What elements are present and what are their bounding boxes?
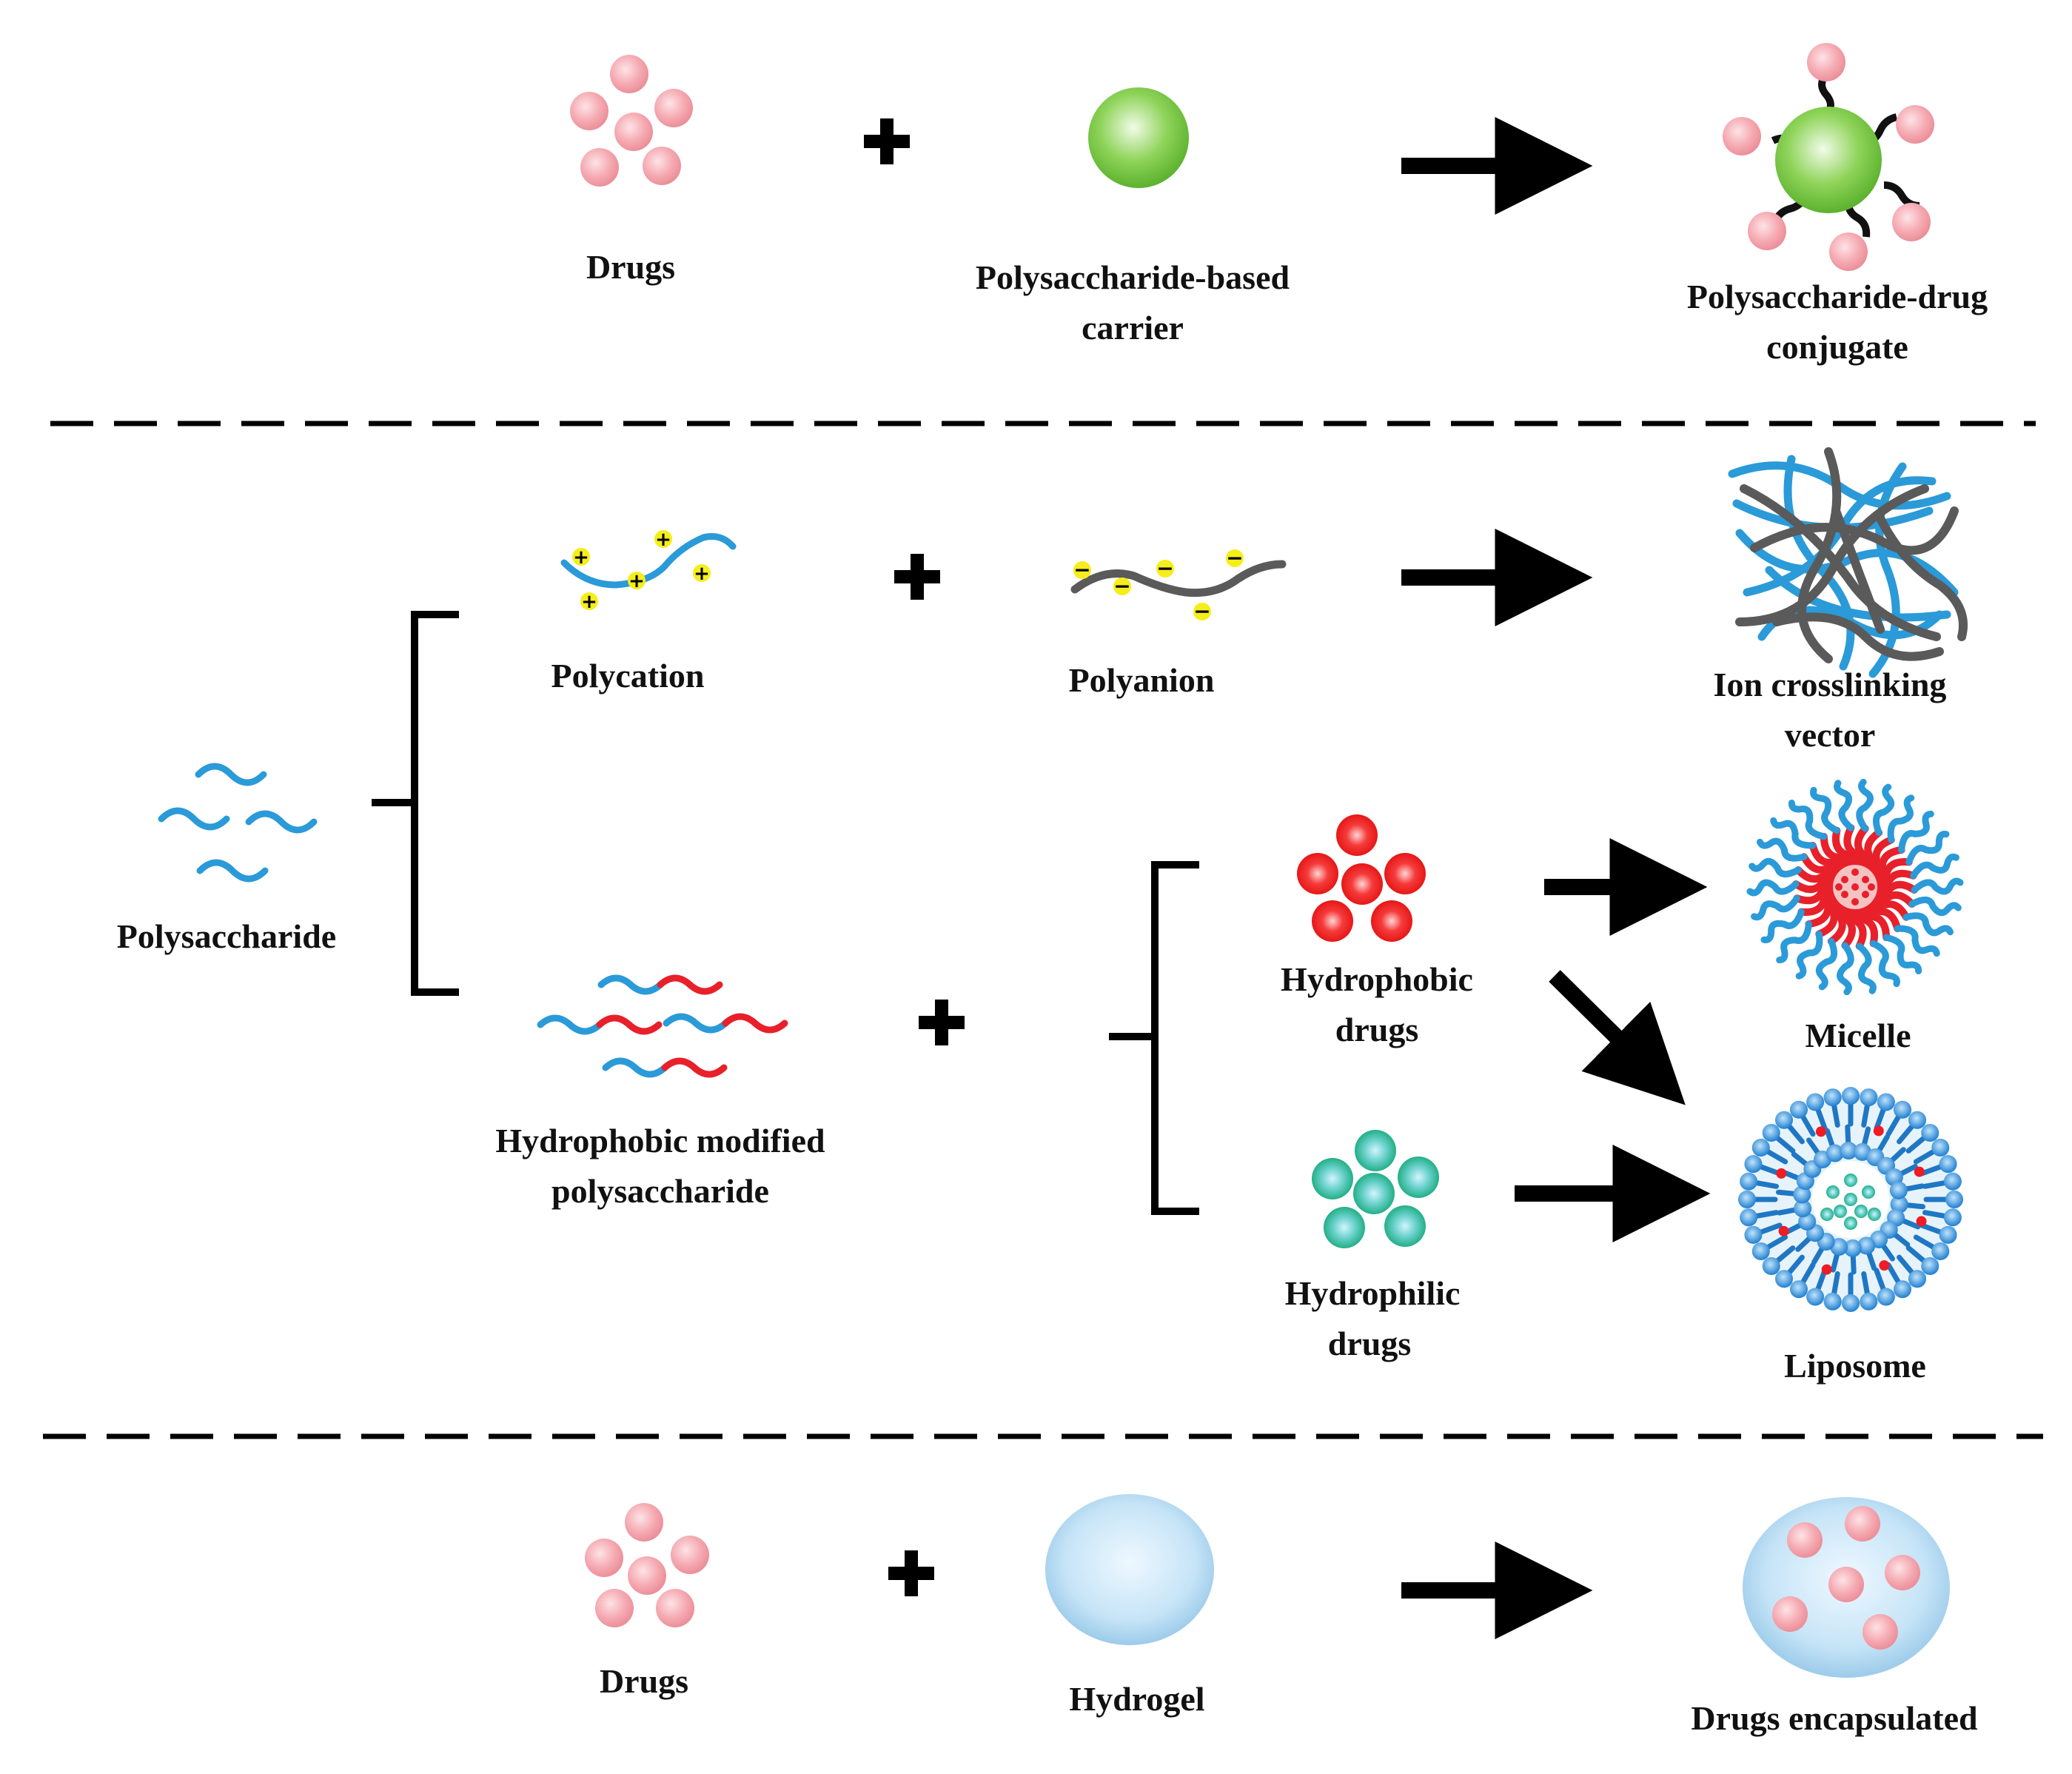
plus-icon-3 (919, 1000, 965, 1045)
drugs-encapsulated-label: Drugs encapsulated (1691, 1699, 1978, 1737)
svg-text:+: + (628, 570, 645, 592)
hydrophobic-modified-chains (537, 974, 788, 1078)
polysaccharide-carrier-sphere (1088, 87, 1189, 188)
hydrogel-blob (1045, 1494, 1214, 1645)
ion-label-line2: vector (1785, 716, 1876, 754)
svg-text:+: + (655, 529, 671, 551)
polyanion-charges: − − − − − (1073, 546, 1243, 623)
drugs-cluster-bottom (585, 1503, 709, 1627)
svg-text:+: + (581, 591, 597, 613)
plus-icon-4 (888, 1550, 934, 1596)
hydrophilic-drugs-cluster (1312, 1130, 1439, 1248)
plus-icon-1 (864, 118, 910, 164)
hydrophobic-drugs-cluster (1297, 814, 1426, 942)
svg-text:+: + (573, 546, 589, 569)
polysaccharide-label: Polysaccharide (117, 917, 336, 955)
polysaccharide-chains-icon (158, 763, 318, 883)
polyanion-label: Polyanion (1069, 661, 1215, 699)
main-bracket (372, 611, 459, 996)
drugs-cluster-top (570, 55, 693, 187)
hydrophilic-drugs-label-line2: drugs (1328, 1325, 1411, 1362)
svg-text:−: − (1193, 599, 1210, 623)
liposome-structure (1738, 1087, 1963, 1312)
micelle-structure (1746, 778, 1964, 996)
polyanion-chain (1070, 549, 1287, 620)
svg-text:−: − (1113, 574, 1130, 598)
polycation-label: Polycation (551, 657, 705, 694)
polysaccharide-drug-conjugate (1723, 43, 1934, 271)
drugs-encapsulated-gel (1743, 1497, 1950, 1678)
svg-text:−: − (1073, 558, 1090, 582)
arrow-hydrophobic-liposome (1549, 970, 1686, 1105)
svg-text:−: − (1156, 556, 1173, 580)
hydrophobic-drugs-label-line1: Hydrophobic (1281, 960, 1473, 998)
carrier-label-line2: carrier (1082, 309, 1184, 347)
micelle-label: Micelle (1805, 1017, 1911, 1054)
hydrophilic-drugs-label-line1: Hydrophilic (1285, 1274, 1461, 1312)
polycation-chain (560, 530, 737, 610)
drug-type-bracket (1109, 861, 1199, 1215)
hydrogel-label: Hydrogel (1069, 1680, 1204, 1718)
plus-icon-2 (894, 554, 940, 600)
polycation-charges: + + + + + (573, 529, 710, 613)
carrier-label-line1: Polysaccharide-based (976, 258, 1290, 296)
hydrophobic-modified-label-line1: Hydrophobic modified (495, 1122, 825, 1159)
ion-label-line1: Ion crosslinking (1714, 666, 1947, 703)
hydrophobic-drugs-label-line2: drugs (1335, 1011, 1418, 1048)
conjugate-label-line2: conjugate (1766, 328, 1908, 366)
svg-text:−: − (1226, 546, 1243, 570)
hydrophobic-modified-label-line2: polysaccharide (551, 1172, 769, 1210)
svg-text:+: + (694, 563, 710, 585)
drugs-label-top: Drugs (586, 248, 675, 286)
liposome-label: Liposome (1784, 1347, 1926, 1385)
drugs-label-bottom: Drugs (600, 1662, 688, 1700)
ion-crosslinking-vector (1728, 447, 1968, 678)
conjugate-label-line1: Polysaccharide-drug (1687, 278, 1988, 315)
